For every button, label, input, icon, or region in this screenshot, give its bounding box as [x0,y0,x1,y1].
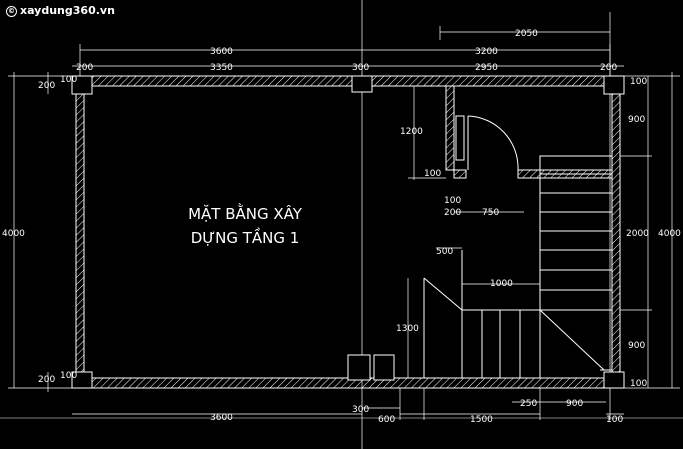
dim-top-overall-right: 3200 [475,47,498,57]
dim-right-top: 100 [630,77,647,87]
copyright-icon: © [6,6,17,17]
watermark-text: xaydung360.vn [20,4,115,17]
dim-door-750: 750 [482,208,499,218]
staircase [423,155,613,378]
dim-partition-100b: 100 [444,196,461,206]
dim-bottom-100: 100 [606,415,623,425]
dim-bottom-600: 600 [378,415,395,425]
plan-title-line-2: DỰNG TẦNG 1 [190,229,300,247]
dim-partition-1200: 1200 [400,127,423,137]
watermark: ©xaydung360.vn [6,4,115,17]
dim-right-bottom: 100 [630,379,647,389]
dim-bottom-250: 250 [520,399,537,409]
dim-left-bot-wall-inner: 100 [60,371,77,381]
dim-right-900a: 900 [628,115,645,125]
door-swing [467,115,519,171]
dim-bottom-mid: 300 [352,405,369,415]
dim-right-overall: 4000 [658,229,681,239]
dim-top-stair: 2050 [515,29,538,39]
dim-right-900b: 900 [628,341,645,351]
dim-partition-100a: 100 [424,169,441,179]
dim-top-room-right: 2950 [475,63,498,73]
partition-walls [445,85,613,179]
dim-stair-500: 500 [436,247,453,257]
plan-title: MẶT BẰNG XÂY DỰNG TẦNG 1 [150,202,340,250]
dim-top-mid: 300 [352,63,369,73]
dim-stair-1300: 1300 [396,324,419,334]
dim-left-top-wall: 200 [38,81,55,91]
dim-bottom-900: 900 [566,399,583,409]
dim-stair-1000: 1000 [490,279,513,289]
dim-bottom-overall-left: 3600 [210,413,233,423]
dimension-labels: 3600 3200 2050 200 3350 300 2950 200 400… [2,29,681,425]
dim-top-overall-left: 3600 [210,47,233,57]
dim-left-top-wall-inner: 100 [60,75,77,85]
dim-partition-200: 200 [444,208,461,218]
dim-top-wall-right: 200 [600,63,617,73]
dim-bottom-1500: 1500 [470,415,493,425]
dim-top-room-left: 3350 [210,63,233,73]
dim-top-wall-left: 200 [76,63,93,73]
dim-right-2000: 2000 [626,229,649,239]
dimension-lines [8,26,680,420]
dim-left-overall: 4000 [2,229,25,239]
dim-left-bot-wall: 200 [38,375,55,385]
plan-title-line-1: MẶT BẰNG XÂY [188,205,302,223]
outer-walls [71,75,625,389]
